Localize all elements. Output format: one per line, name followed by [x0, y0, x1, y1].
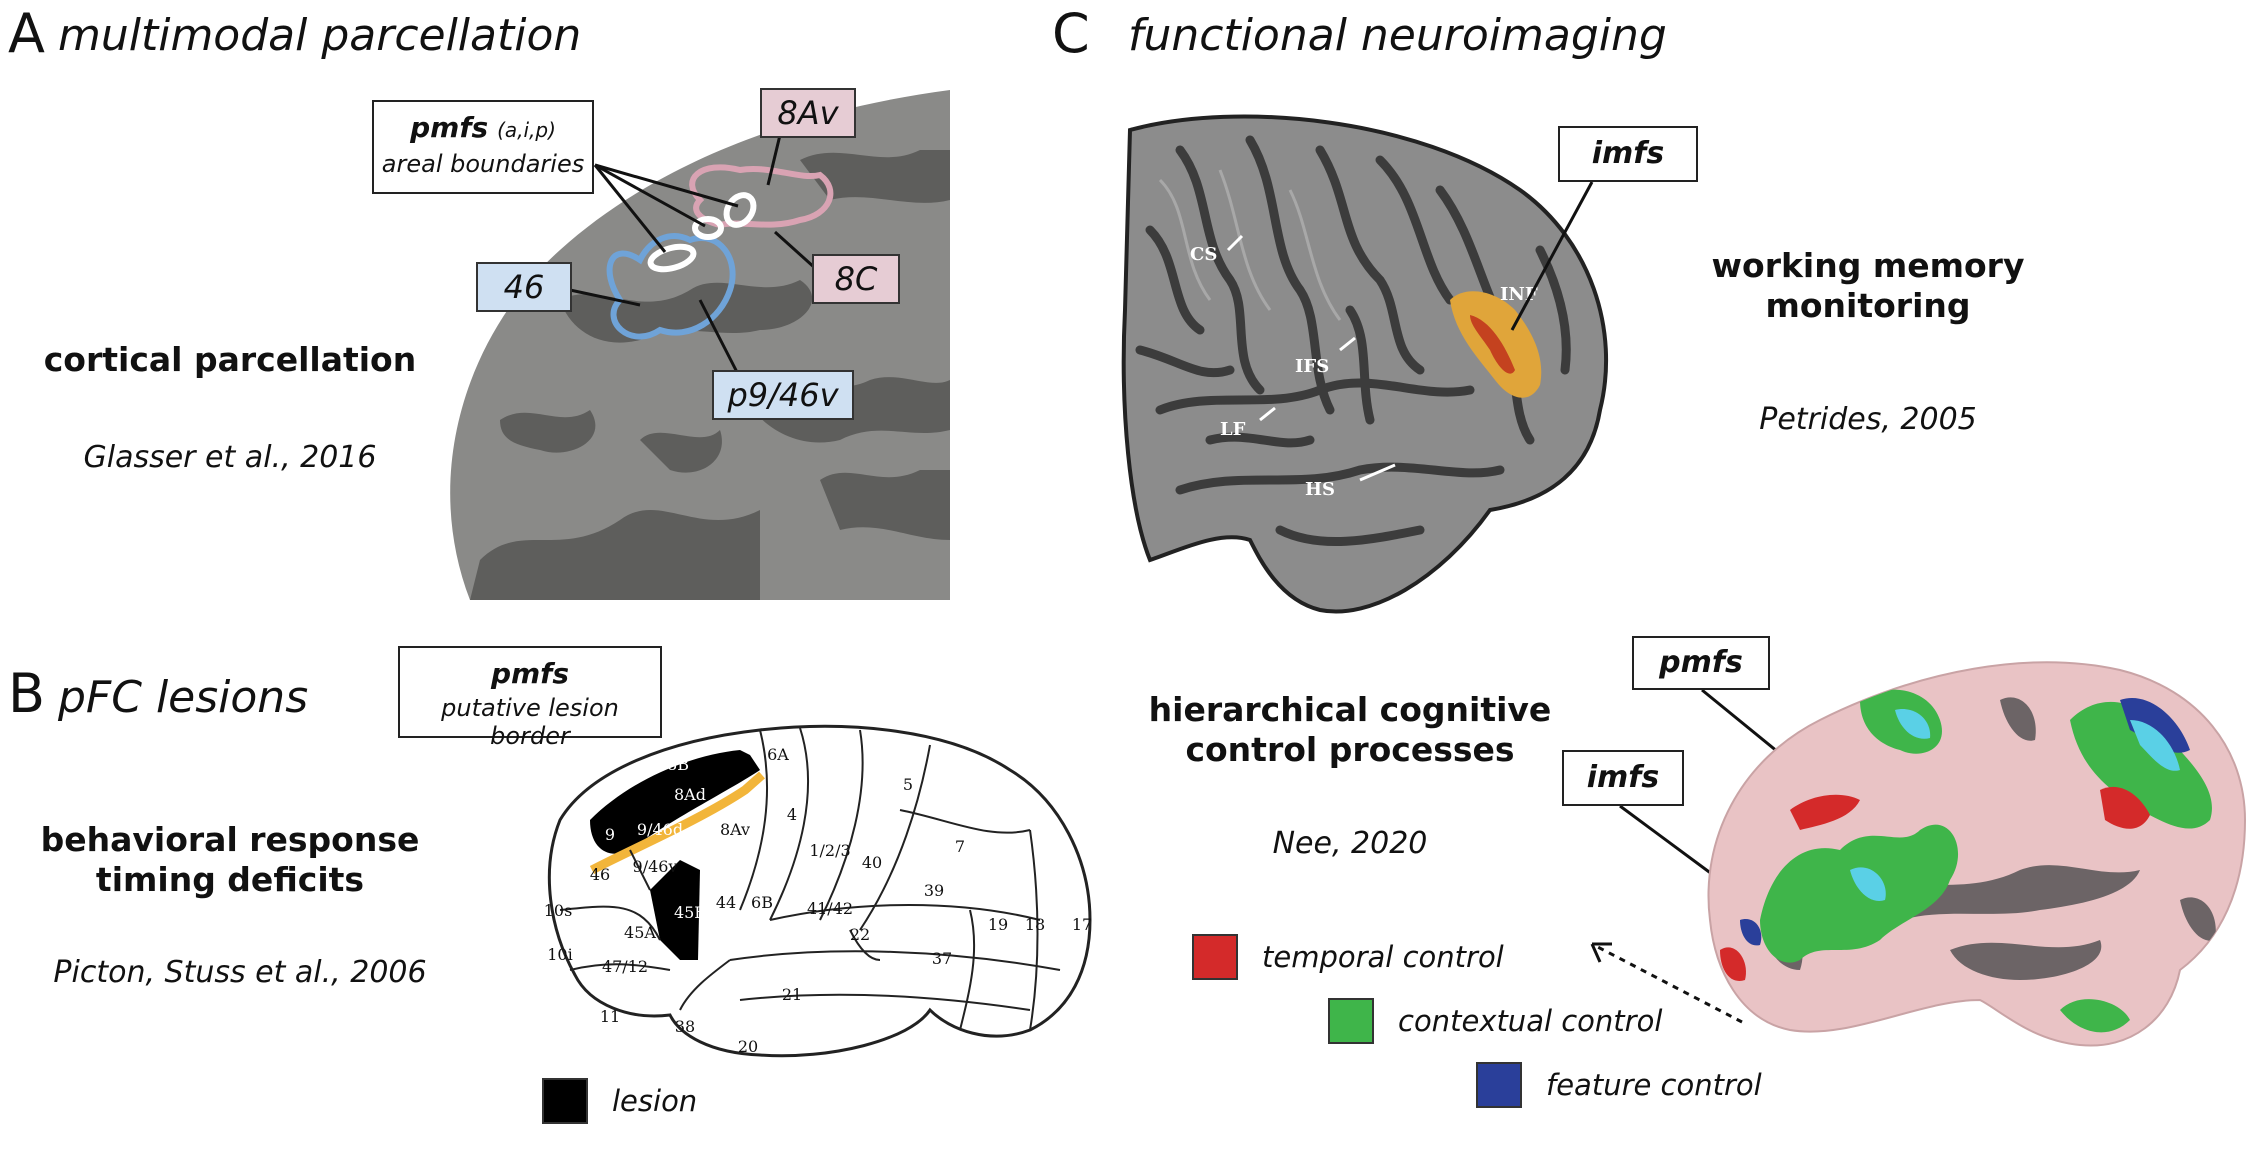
- imfs-box-top: imfs: [1558, 126, 1698, 182]
- pmfs-line2-a: areal boundaries: [381, 150, 585, 178]
- panel-b-heading-line2: timing deficits: [95, 860, 365, 899]
- pmfs-box-c: pmfs: [1632, 636, 1770, 690]
- imfs-box-c: imfs: [1562, 750, 1684, 806]
- area-8av: 8Av: [720, 820, 750, 839]
- panel-c-heading1-line2: monitoring: [1765, 286, 1971, 325]
- area-18: 18: [1025, 915, 1045, 934]
- label-8c: 8C: [812, 254, 900, 304]
- area-11: 11: [600, 1007, 620, 1026]
- area-4: 4: [787, 805, 797, 824]
- contextual-posterior: [1760, 824, 1959, 963]
- area-8b: 8B: [667, 755, 689, 774]
- label-p946v: p9/46v: [712, 370, 854, 420]
- panel-c-heading2-line2: control processes: [1185, 730, 1515, 769]
- area-4142: 41/42: [807, 899, 853, 918]
- area-39: 39: [924, 881, 944, 900]
- temporal-anterior: [2100, 786, 2150, 829]
- area-20: 20: [738, 1037, 758, 1056]
- lesion-legend-swatch: [542, 1078, 588, 1124]
- panel-c-heading1: working memory monitoring: [1668, 246, 2068, 326]
- brodmann-map: 8B 8Ad 6A 9 9/46d 8Av 46 9/46v 4 1/2/3 5…: [544, 724, 1092, 1058]
- area-946d: 9/46d: [637, 820, 683, 839]
- legend-swatch-feature: [1476, 1062, 1522, 1108]
- temporal-pmfs: [1790, 794, 1860, 830]
- area-45b: 45B: [674, 903, 706, 922]
- area-37: 37: [932, 949, 952, 968]
- legend-label-contextual: contextual control: [1398, 1004, 1663, 1038]
- area-38: 38: [675, 1017, 695, 1036]
- panel-a-letter: A: [8, 2, 45, 65]
- area-5: 5: [903, 775, 913, 794]
- lesion-45b: [650, 860, 700, 960]
- inflated-cortex-a: [450, 90, 950, 600]
- area-17: 17: [1072, 915, 1092, 934]
- legend-swatch-temporal: [1192, 934, 1238, 980]
- area-19: 19: [988, 915, 1008, 934]
- area-6b: 6B: [751, 893, 773, 912]
- pmfs-i: [692, 216, 724, 240]
- pmfs-name-a: pmfs: [410, 111, 489, 144]
- panel-c-heading2: hierarchical cognitive control processes: [1110, 690, 1590, 770]
- area-123: 1/2/3: [809, 841, 850, 860]
- temporal-posterior: [1720, 947, 1746, 981]
- panel-b-heading: behavioral response timing deficits: [40, 820, 420, 900]
- panel-c-letter: C: [1052, 2, 1090, 65]
- panel-a-citation: Glasser et al., 2016: [83, 440, 377, 475]
- lesion-legend-label: lesion: [612, 1084, 698, 1118]
- area-21: 21: [782, 985, 802, 1004]
- area-10i: 10i: [547, 945, 572, 964]
- sulcus-ifs: IFS: [1295, 356, 1329, 377]
- area-45a: 45A: [624, 923, 656, 942]
- pmfs-sub-a: (a,i,p): [497, 118, 556, 142]
- area-946v: 9/46v: [633, 857, 678, 876]
- contextual-ventral: [2060, 999, 2130, 1033]
- area-22: 22: [850, 925, 870, 944]
- area-46: 46: [590, 865, 610, 884]
- area-40: 40: [862, 853, 882, 872]
- panel-a-title: multimodal parcellation: [58, 10, 582, 61]
- area-7: 7: [955, 837, 965, 856]
- panel-b-heading-line1: behavioral response: [40, 820, 420, 859]
- sulcus-cs: CS: [1190, 244, 1217, 265]
- panel-c-heading1-line1: working memory: [1711, 246, 2025, 285]
- area-8ad: 8Ad: [674, 785, 706, 804]
- pmfs-name-b: pmfs: [490, 657, 570, 690]
- area-9: 9: [605, 825, 615, 844]
- feature-anterior: [2120, 698, 2190, 753]
- lesion-dorsal: [590, 750, 760, 854]
- legend-swatch-contextual: [1328, 998, 1374, 1044]
- panel-a-heading: cortical parcellation: [43, 340, 417, 379]
- panel-c-brain-inflated: [1707, 661, 2247, 1047]
- label-46: 46: [476, 262, 572, 312]
- panel-c-citation2: Nee, 2020: [1272, 826, 1428, 861]
- panel-b-citation: Picton, Stuss et al., 2006: [53, 955, 427, 990]
- area-44: 44: [716, 893, 736, 912]
- blue-roi-46: [606, 233, 736, 340]
- sulcus-hs: HS: [1305, 479, 1335, 500]
- pmfs-p: [647, 243, 697, 273]
- area-6a: 6A: [767, 745, 789, 764]
- pmfs-box-a: pmfs (a,i,p) areal boundaries: [372, 100, 594, 194]
- area-4712: 47/12: [602, 957, 648, 976]
- panel-c-title: functional neuroimaging: [1128, 10, 1667, 61]
- area-10s: 10s: [544, 901, 573, 920]
- legend-label-feature: feature control: [1546, 1068, 1762, 1102]
- legend-label-temporal: temporal control: [1262, 940, 1504, 974]
- panel-c-brain-top: CS INF IFS LF HS: [1121, 114, 1608, 614]
- lesion-border: [589, 771, 765, 874]
- panel-c-heading2-line1: hierarchical cognitive: [1148, 690, 1552, 729]
- pmfs-box-b: pmfs putative lesion border: [398, 646, 662, 750]
- panel-c-citation1: Petrides, 2005: [1759, 402, 1977, 437]
- pmfs-line2-b: putative lesion border: [441, 694, 619, 750]
- label-8av: 8Av: [760, 88, 856, 138]
- panel-b-letter: B: [8, 662, 46, 725]
- contextual-anterior: [2070, 701, 2212, 829]
- panel-b-title: pFC lesions: [58, 672, 309, 723]
- sulcus-lf: LF: [1220, 419, 1246, 440]
